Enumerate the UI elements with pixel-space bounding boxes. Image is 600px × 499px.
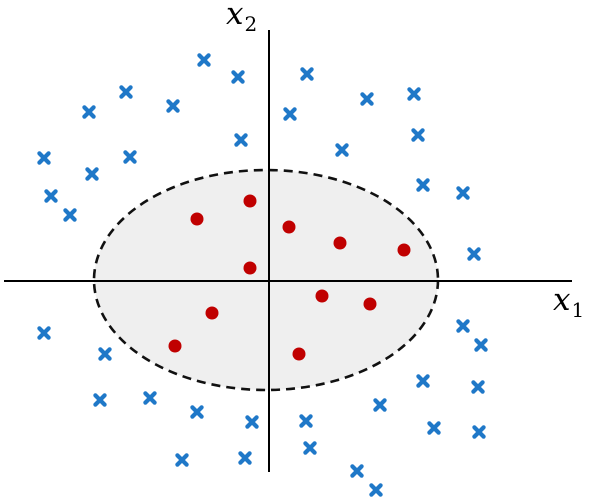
negative-point	[474, 338, 488, 352]
positive-point	[243, 261, 257, 275]
positive-point	[315, 289, 329, 303]
negative-point	[416, 178, 430, 192]
positive-point	[333, 236, 347, 250]
negative-point	[416, 374, 430, 388]
positive-point	[292, 347, 306, 361]
negative-point	[82, 105, 96, 119]
negative-point	[190, 405, 204, 419]
negative-point	[175, 453, 189, 467]
positive-point	[190, 212, 204, 226]
negative-point	[369, 483, 383, 497]
negative-point	[472, 425, 486, 439]
negative-point	[350, 464, 364, 478]
negative-point	[373, 398, 387, 412]
positive-class-markers	[168, 194, 411, 361]
negative-point	[407, 87, 421, 101]
negative-point	[98, 347, 112, 361]
positive-point	[168, 339, 182, 353]
negative-point	[166, 99, 180, 113]
negative-point	[300, 67, 314, 81]
negative-class-markers	[37, 53, 488, 497]
negative-point	[143, 391, 157, 405]
negative-point	[456, 319, 470, 333]
negative-point	[411, 128, 425, 142]
negative-point	[299, 414, 313, 428]
x2-axis-label: x2	[226, 0, 257, 36]
negative-point	[85, 167, 99, 181]
positive-point	[282, 220, 296, 234]
negative-point	[335, 143, 349, 157]
negative-point	[231, 70, 245, 84]
negative-point	[123, 150, 137, 164]
positive-point	[205, 306, 219, 320]
negative-point	[197, 53, 211, 67]
negative-point	[93, 393, 107, 407]
negative-point	[44, 189, 58, 203]
negative-point	[360, 92, 374, 106]
negative-point	[238, 451, 252, 465]
positive-point	[243, 194, 257, 208]
negative-point	[119, 85, 133, 99]
negative-point	[471, 380, 485, 394]
negative-point	[427, 421, 441, 435]
negative-point	[37, 326, 51, 340]
x1-axis-label: x1	[553, 282, 584, 322]
negative-point	[234, 133, 248, 147]
negative-point	[283, 107, 297, 121]
positive-point	[363, 297, 377, 311]
negative-point	[467, 247, 481, 261]
negative-point	[456, 186, 470, 200]
negative-point	[245, 415, 259, 429]
negative-point	[303, 441, 317, 455]
positive-point	[397, 243, 411, 257]
negative-point	[37, 151, 51, 165]
negative-point	[63, 208, 77, 222]
